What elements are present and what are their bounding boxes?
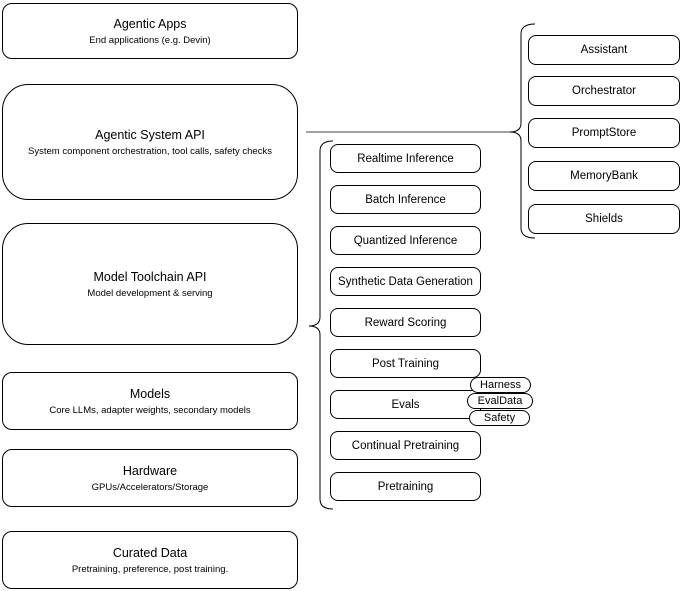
- system-component-box-orchestrator: Orchestrator: [528, 76, 680, 106]
- stack-box-curated-data: Curated Data Pretraining, preference, po…: [2, 531, 298, 589]
- toolchain-box-pretraining: Pretraining: [330, 472, 481, 501]
- toolchain-box-batch-inference: Batch Inference: [330, 185, 481, 214]
- system-component-box-memorybank: MemoryBank: [528, 161, 680, 191]
- system-component-box-promptstore: PromptStore: [528, 118, 680, 148]
- box-title: Agentic Apps: [113, 16, 187, 31]
- box-subtitle: GPUs/Accelerators/Storage: [91, 481, 209, 493]
- eval-tag-safety: Safety: [469, 410, 530, 426]
- box-title: Models: [129, 386, 171, 401]
- brace-system-components: [509, 23, 536, 239]
- system-component-box-assistant: Assistant: [528, 35, 680, 65]
- stack-box-model-toolchain-api: Model Toolchain API Model development & …: [2, 223, 298, 345]
- box-title: Agentic System API: [95, 127, 205, 142]
- box-subtitle: Core LLMs, adapter weights, secondary mo…: [49, 404, 251, 416]
- stack-box-agentic-system-api: Agentic System API System component orch…: [2, 84, 298, 200]
- box-subtitle: Model development & serving: [87, 287, 213, 299]
- toolchain-box-synthetic-data-generation: Synthetic Data Generation: [330, 267, 481, 296]
- toolchain-box-post-training: Post Training: [330, 349, 481, 378]
- box-subtitle: End applications (e.g. Devin): [89, 34, 211, 46]
- toolchain-box-reward-scoring: Reward Scoring: [330, 308, 481, 337]
- toolchain-box-evals: Evals: [330, 390, 481, 419]
- eval-tag-harness: Harness: [470, 377, 531, 393]
- toolchain-box-continual-pretraining: Continual Pretraining: [330, 431, 481, 460]
- box-subtitle: Pretraining, preference, post training.: [71, 563, 229, 575]
- stack-box-models: Models Core LLMs, adapter weights, secon…: [2, 372, 298, 430]
- box-title: Model Toolchain API: [93, 269, 207, 284]
- brace-toolchain: [308, 140, 334, 510]
- toolchain-box-quantized-inference: Quantized Inference: [330, 226, 481, 255]
- system-component-box-shields: Shields: [528, 204, 680, 234]
- box-title: Hardware: [122, 463, 178, 478]
- box-title: Curated Data: [112, 545, 188, 560]
- box-subtitle: System component orchestration, tool cal…: [28, 145, 272, 157]
- stack-box-hardware: Hardware GPUs/Accelerators/Storage: [2, 449, 298, 507]
- eval-tag-evaldata: EvalData: [467, 393, 533, 409]
- toolchain-box-realtime-inference: Realtime Inference: [330, 144, 481, 173]
- stack-box-agentic-apps: Agentic Apps End applications (e.g. Devi…: [2, 3, 298, 59]
